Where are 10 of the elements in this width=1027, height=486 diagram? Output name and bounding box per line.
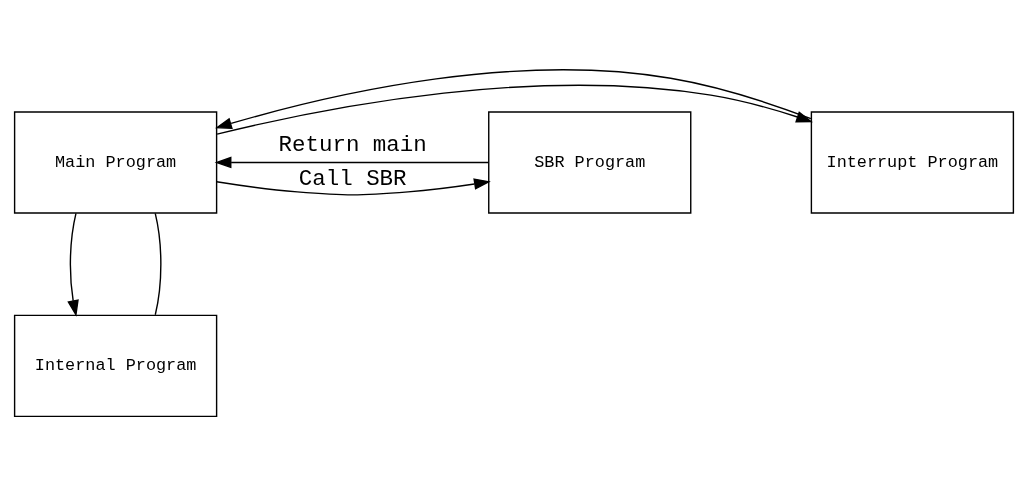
edge-label: Call SBR — [298, 165, 407, 192]
arrow — [214, 156, 489, 169]
arrow — [215, 178, 491, 196]
node-box: Main Program — [13, 111, 217, 214]
connector — [154, 212, 162, 316]
arrow — [66, 212, 79, 317]
node-box: Internal Program — [13, 314, 217, 418]
edge-label: Return main — [278, 131, 427, 158]
node-box: Interrupt Program — [810, 111, 1014, 214]
node-box: SBR Program — [487, 111, 691, 214]
